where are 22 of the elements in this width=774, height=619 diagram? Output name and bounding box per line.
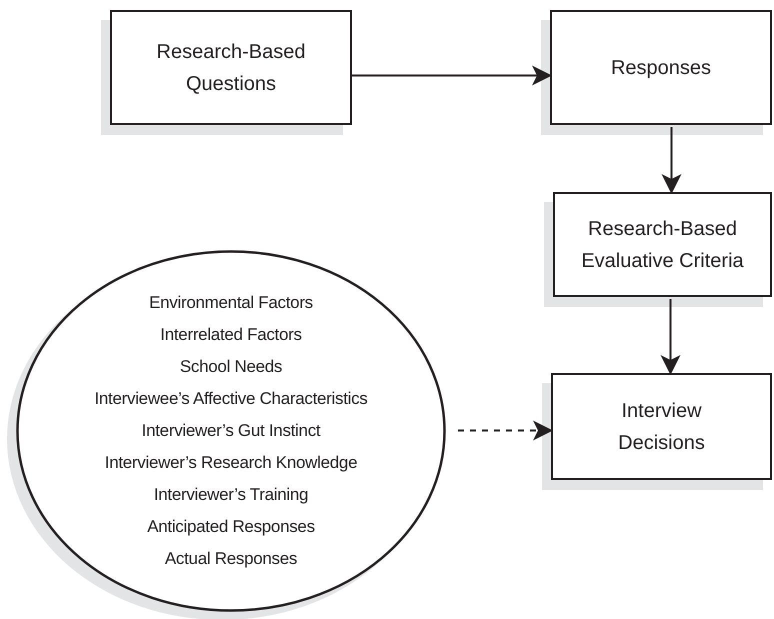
factor-label: Interviewer’s Training: [154, 484, 308, 506]
arrow: [352, 66, 552, 86]
factor-label: Anticipated Responses: [147, 516, 315, 538]
factor-label: Interrelated Factors: [160, 324, 302, 346]
factor-label: Interviewee’s Affective Characteristics: [94, 388, 368, 410]
arrow: [662, 127, 682, 194]
box-label: Responses: [610, 56, 712, 80]
process-box: [550, 10, 772, 125]
factor-label: Actual Responses: [164, 548, 298, 570]
box-label: Research-Based Evaluative Criteria: [580, 216, 745, 274]
box-label: Interview Decisions: [617, 398, 706, 456]
box-label: Research-Based Questions: [156, 40, 306, 96]
factor-label: School Needs: [180, 356, 282, 378]
process-box: [110, 10, 352, 125]
process-box: [553, 192, 772, 297]
factors-ellipse: [16, 250, 446, 612]
factor-label: Interviewer’s Gut Instinct: [142, 420, 320, 442]
factor-label: Environmental Factors: [149, 292, 313, 314]
process-box: [551, 373, 772, 480]
arrow: [660, 299, 680, 375]
factor-label: Interviewer’s Research Knowledge: [104, 452, 358, 474]
arrow: [458, 420, 553, 440]
